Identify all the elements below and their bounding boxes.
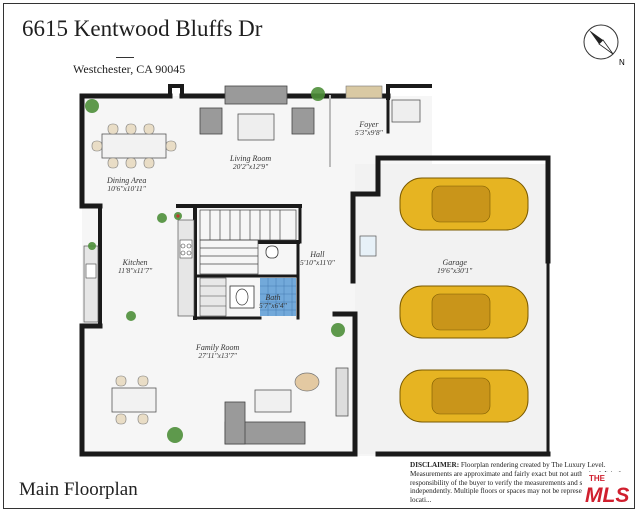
compass-north-label: N xyxy=(619,58,625,67)
mls-logo-top: THE xyxy=(589,474,606,483)
room-garage-name: Garage xyxy=(442,258,467,267)
mls-logo-main: MLS xyxy=(585,484,629,506)
room-kitchen-dims: 11'8"x11'7" xyxy=(118,266,153,276)
room-foyer-label: Foyer 5'3"x9'8" xyxy=(355,120,383,138)
room-family-label: Family Room 27'11"x13'7" xyxy=(196,343,239,361)
disclaimer-block: DISCLAIMER: Floorplan rendering created … xyxy=(410,461,632,505)
room-hall-label: Hall 5'10"x11'0" xyxy=(300,250,335,268)
room-dining-dims: 10'6"x10'11" xyxy=(107,184,146,194)
room-living-dims: 20'2"x12'9" xyxy=(232,162,269,172)
room-dining-label: Dining Area 10'6"x10'11" xyxy=(107,176,146,194)
room-living-name: Living Room xyxy=(230,154,272,163)
floorplan-name: Main Floorplan xyxy=(19,479,138,500)
compass-icon: N xyxy=(583,24,625,67)
room-bath-dims: 5'7"x6'4" xyxy=(259,301,287,311)
room-foyer-name: Foyer xyxy=(359,120,379,129)
room-bath-label: Bath 5'7"x6'4" xyxy=(259,293,287,311)
room-garage-dims: 19'6"x30'1" xyxy=(437,266,473,276)
mls-logo-icon: THE MLS xyxy=(582,472,634,506)
room-hall-name: Hall xyxy=(310,250,325,259)
room-bath-name: Bath xyxy=(265,293,281,302)
room-foyer-dims: 5'3"x9'8" xyxy=(355,128,383,138)
property-city: Westchester, CA 90045 xyxy=(73,62,186,76)
disclaimer-heading: DISCLAIMER: xyxy=(410,461,460,469)
title-divider xyxy=(116,57,134,58)
room-hall-dims: 5'10"x11'0" xyxy=(300,258,335,268)
room-kitchen-name: Kitchen xyxy=(122,258,148,267)
property-address-title: 6615 Kentwood Bluffs Dr xyxy=(22,16,263,41)
disclaimer-text: Floorplan rendering created by The Luxur… xyxy=(410,461,629,505)
room-family-dims: 27'11"x13'7" xyxy=(198,351,237,361)
room-family-name: Family Room xyxy=(196,343,240,352)
room-dining-name: Dining Area xyxy=(107,176,147,185)
room-garage-label: Garage 19'6"x30'1" xyxy=(437,258,472,276)
room-kitchen-label: Kitchen 11'8"x11'7" xyxy=(118,258,152,276)
room-living-label: Living Room 20'2"x12'9" xyxy=(230,154,271,172)
floorplan-drawing xyxy=(79,84,551,457)
garage-cars xyxy=(399,177,529,423)
drawing-frame xyxy=(3,3,635,509)
